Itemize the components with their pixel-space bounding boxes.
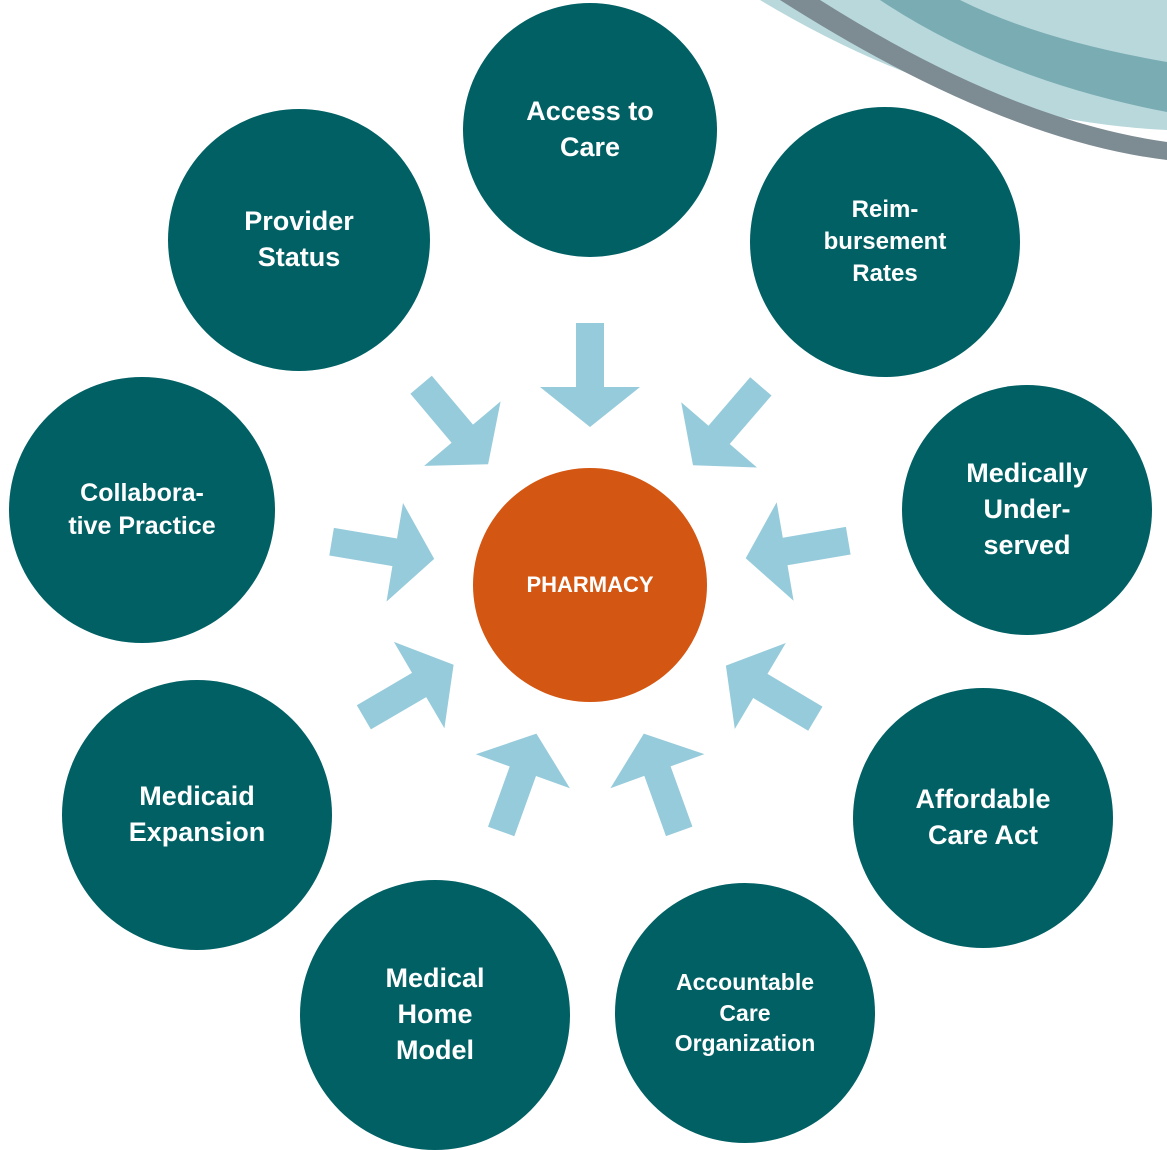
node-medicaid-expansion: Medicaid Expansion: [62, 680, 332, 950]
node-label-collaborative-practice: Collabora- tive Practice: [68, 478, 216, 540]
decorative-swoosh: [760, 0, 1167, 160]
arrow-reimbursement-rates: [681, 377, 772, 468]
node-access-to-care: Access to Care: [463, 3, 717, 257]
node-label-provider-status: Provider Status: [244, 206, 354, 272]
node-affordable-care-act: Affordable Care Act: [853, 688, 1113, 948]
arrow-affordable-care-act: [725, 643, 823, 731]
arrow-medicaid-expansion: [356, 641, 454, 730]
arrow-access-to-care: [540, 323, 640, 427]
arrow-medically-underserved: [745, 502, 851, 601]
node-collaborative-practice: Collabora- tive Practice: [9, 377, 275, 643]
node-label-medically-underserved: Medically Under- served: [966, 458, 1088, 560]
node-medical-home-model: Medical Home Model: [300, 880, 570, 1150]
node-label-access-to-care: Access to Care: [526, 96, 654, 162]
arrow-accountable-care-organization: [610, 733, 705, 837]
node-label-accountable-care-organization: Accountable Care Organization: [674, 969, 816, 1057]
arrow-collaborative-practice: [329, 503, 435, 602]
node-label-medical-home-model: Medical Home Model: [385, 963, 485, 1065]
node-provider-status: Provider Status: [168, 109, 430, 371]
arrow-medical-home-model: [475, 733, 570, 837]
node-medically-underserved: Medically Under- served: [902, 385, 1152, 635]
swoosh-dark-band: [780, 0, 1167, 160]
node-label-reimbursement-rates: Reim- bursement Rates: [823, 196, 947, 287]
arrows-group: [329, 323, 851, 837]
center-node-pharmacy: PHARMACY: [473, 468, 707, 702]
center-label: PHARMACY: [526, 572, 654, 598]
node-label-medicaid-expansion: Medicaid Expansion: [128, 781, 266, 847]
node-reimbursement-rates: Reim- bursement Rates: [750, 107, 1020, 377]
swoosh-mid-band: [880, 0, 1167, 112]
node-label-affordable-care-act: Affordable Care Act: [915, 784, 1051, 850]
node-accountable-care-organization: Accountable Care Organization: [615, 883, 875, 1143]
arrow-provider-status: [410, 375, 501, 466]
